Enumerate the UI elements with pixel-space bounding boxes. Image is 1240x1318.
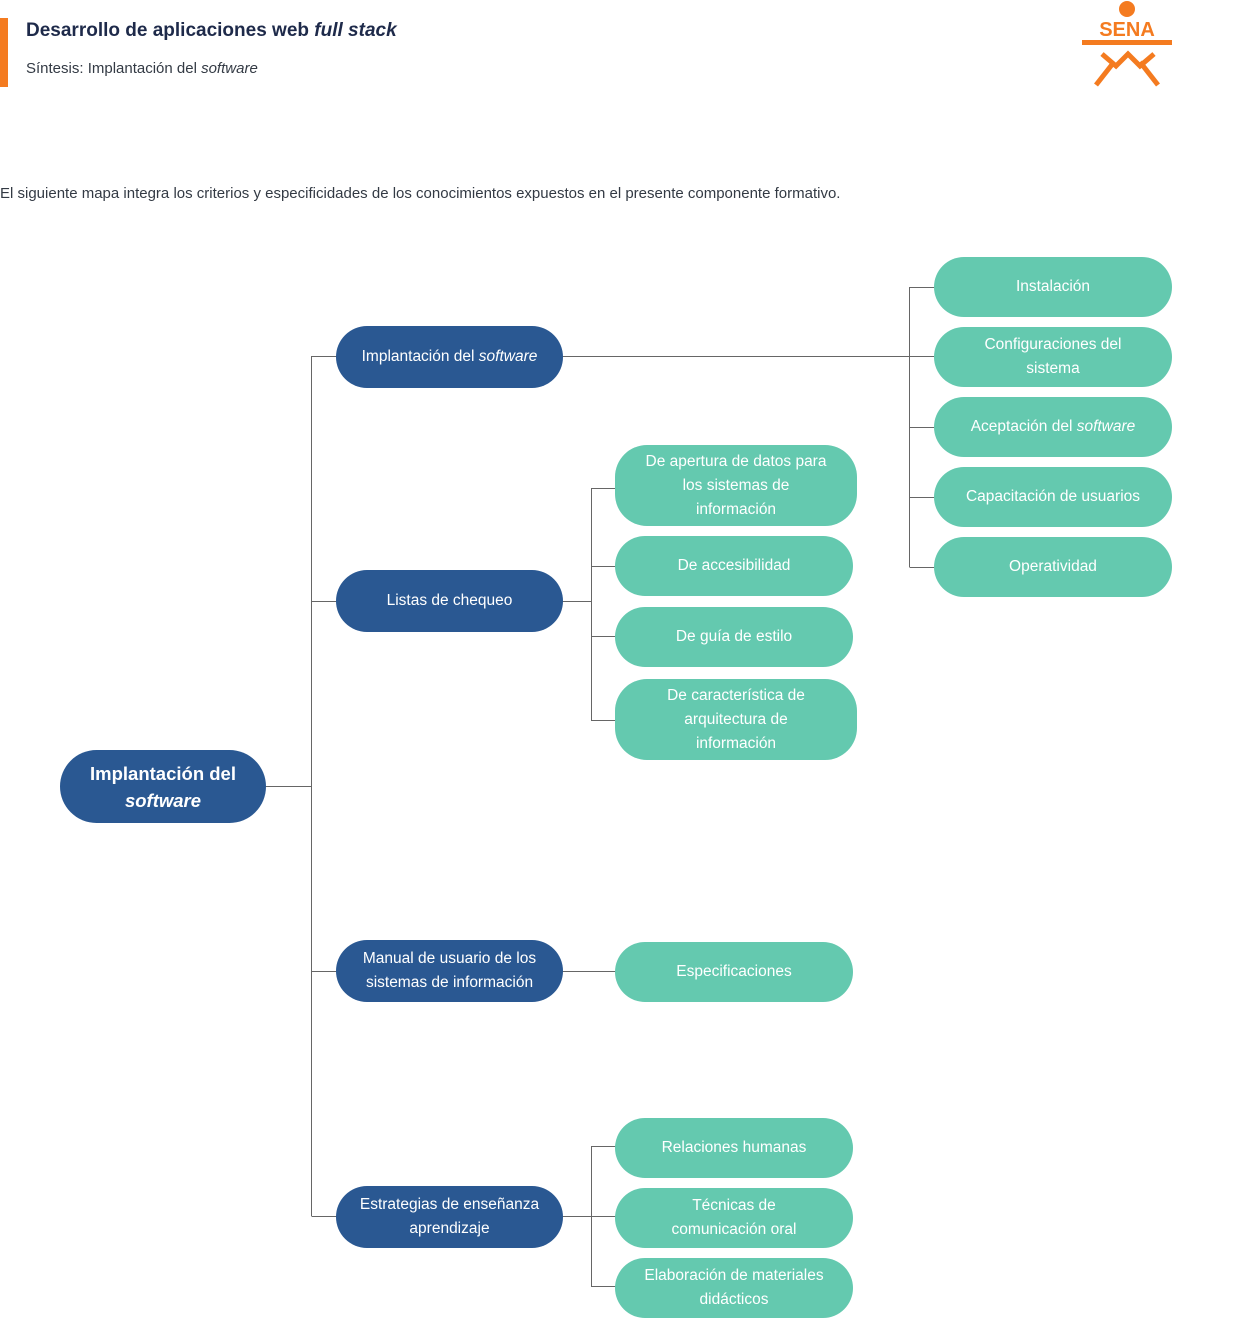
branch-label: Listas de chequeo bbox=[386, 592, 513, 609]
branch-label: Implantación del bbox=[361, 348, 479, 365]
leaf-label: Configuraciones del sistema bbox=[984, 336, 1122, 377]
leaf-label: Técnicas de comunicación oral bbox=[671, 1197, 797, 1238]
branch-manual-de-usuario: Manual de usuario de los sistemas de inf… bbox=[336, 940, 563, 1002]
page-subtitle: Síntesis: Implantación del software bbox=[26, 60, 258, 77]
leaf-label: De accesibilidad bbox=[677, 557, 791, 574]
leaf-guia-estilo: De guía de estilo bbox=[615, 607, 853, 667]
leaf-apertura-datos: De apertura de datos para los sistemas d… bbox=[615, 445, 857, 526]
leaf-label: Elaboración de materiales didácticos bbox=[644, 1267, 824, 1308]
leaf-label: De guía de estilo bbox=[675, 628, 793, 645]
course-title-text: Desarrollo de aplicaciones web bbox=[26, 20, 315, 41]
leaf-especificaciones: Especificaciones bbox=[615, 942, 853, 1002]
sena-logo: SENA bbox=[1082, 1, 1172, 87]
branch-estrategias-ensenanza: Estrategias de enseñanza aprendizaje bbox=[336, 1186, 563, 1248]
leaf-instalacion: Instalación bbox=[934, 257, 1172, 317]
branch-listas-de-chequeo: Listas de chequeo bbox=[336, 570, 563, 632]
leaf-label: Aceptación del bbox=[970, 418, 1077, 435]
root-node: Implantación del software bbox=[60, 750, 266, 823]
branch-implantacion-software: Implantación del software bbox=[336, 326, 563, 388]
svg-text:SENA: SENA bbox=[1099, 19, 1155, 41]
leaf-accesibilidad: De accesibilidad bbox=[615, 536, 853, 596]
subtitle-emphasis: software bbox=[201, 60, 258, 77]
root-node-emphasis: software bbox=[124, 789, 202, 811]
course-title-emphasis: full stack bbox=[314, 20, 397, 41]
leaf-label: Capacitación de usuarios bbox=[965, 488, 1141, 505]
leaf-tecnicas-comunicacion: Técnicas de comunicación oral bbox=[615, 1188, 853, 1248]
branch-label: Estrategias de enseñanza aprendizaje bbox=[359, 1196, 540, 1237]
header-accent-bar bbox=[0, 18, 8, 87]
branch-label-emphasis: software bbox=[478, 348, 538, 365]
leaf-label: De apertura de datos para los sistemas d… bbox=[645, 452, 827, 518]
branch-label: Manual de usuario de los sistemas de inf… bbox=[362, 950, 537, 991]
leaf-capacitacion-usuarios: Capacitación de usuarios bbox=[934, 467, 1172, 527]
leaf-configuraciones-sistema: Configuraciones del sistema bbox=[934, 327, 1172, 387]
leaf-materiales-didacticos: Elaboración de materiales didácticos bbox=[615, 1258, 853, 1318]
root-node-label: Implantación del bbox=[90, 762, 236, 784]
leaf-operatividad: Operatividad bbox=[934, 537, 1172, 597]
subtitle-text: Síntesis: Implantación del bbox=[26, 60, 202, 77]
leaf-label: Relaciones humanas bbox=[661, 1139, 807, 1156]
leaf-label: Instalación bbox=[1015, 278, 1091, 295]
course-title: Desarrollo de aplicaciones web full stac… bbox=[26, 20, 397, 42]
leaf-label: De característica de arquitectura de inf… bbox=[667, 686, 805, 752]
leaf-label: Especificaciones bbox=[676, 963, 792, 980]
leaf-aceptacion-software: Aceptación del software bbox=[934, 397, 1172, 457]
leaf-relaciones-humanas: Relaciones humanas bbox=[615, 1118, 853, 1178]
leaf-label: Operatividad bbox=[1009, 558, 1097, 575]
leaf-arquitectura-informacion: De característica de arquitectura de inf… bbox=[615, 679, 857, 760]
intro-text: El siguiente mapa integra los criterios … bbox=[0, 185, 841, 202]
leaf-label-emphasis: software bbox=[1076, 418, 1136, 435]
